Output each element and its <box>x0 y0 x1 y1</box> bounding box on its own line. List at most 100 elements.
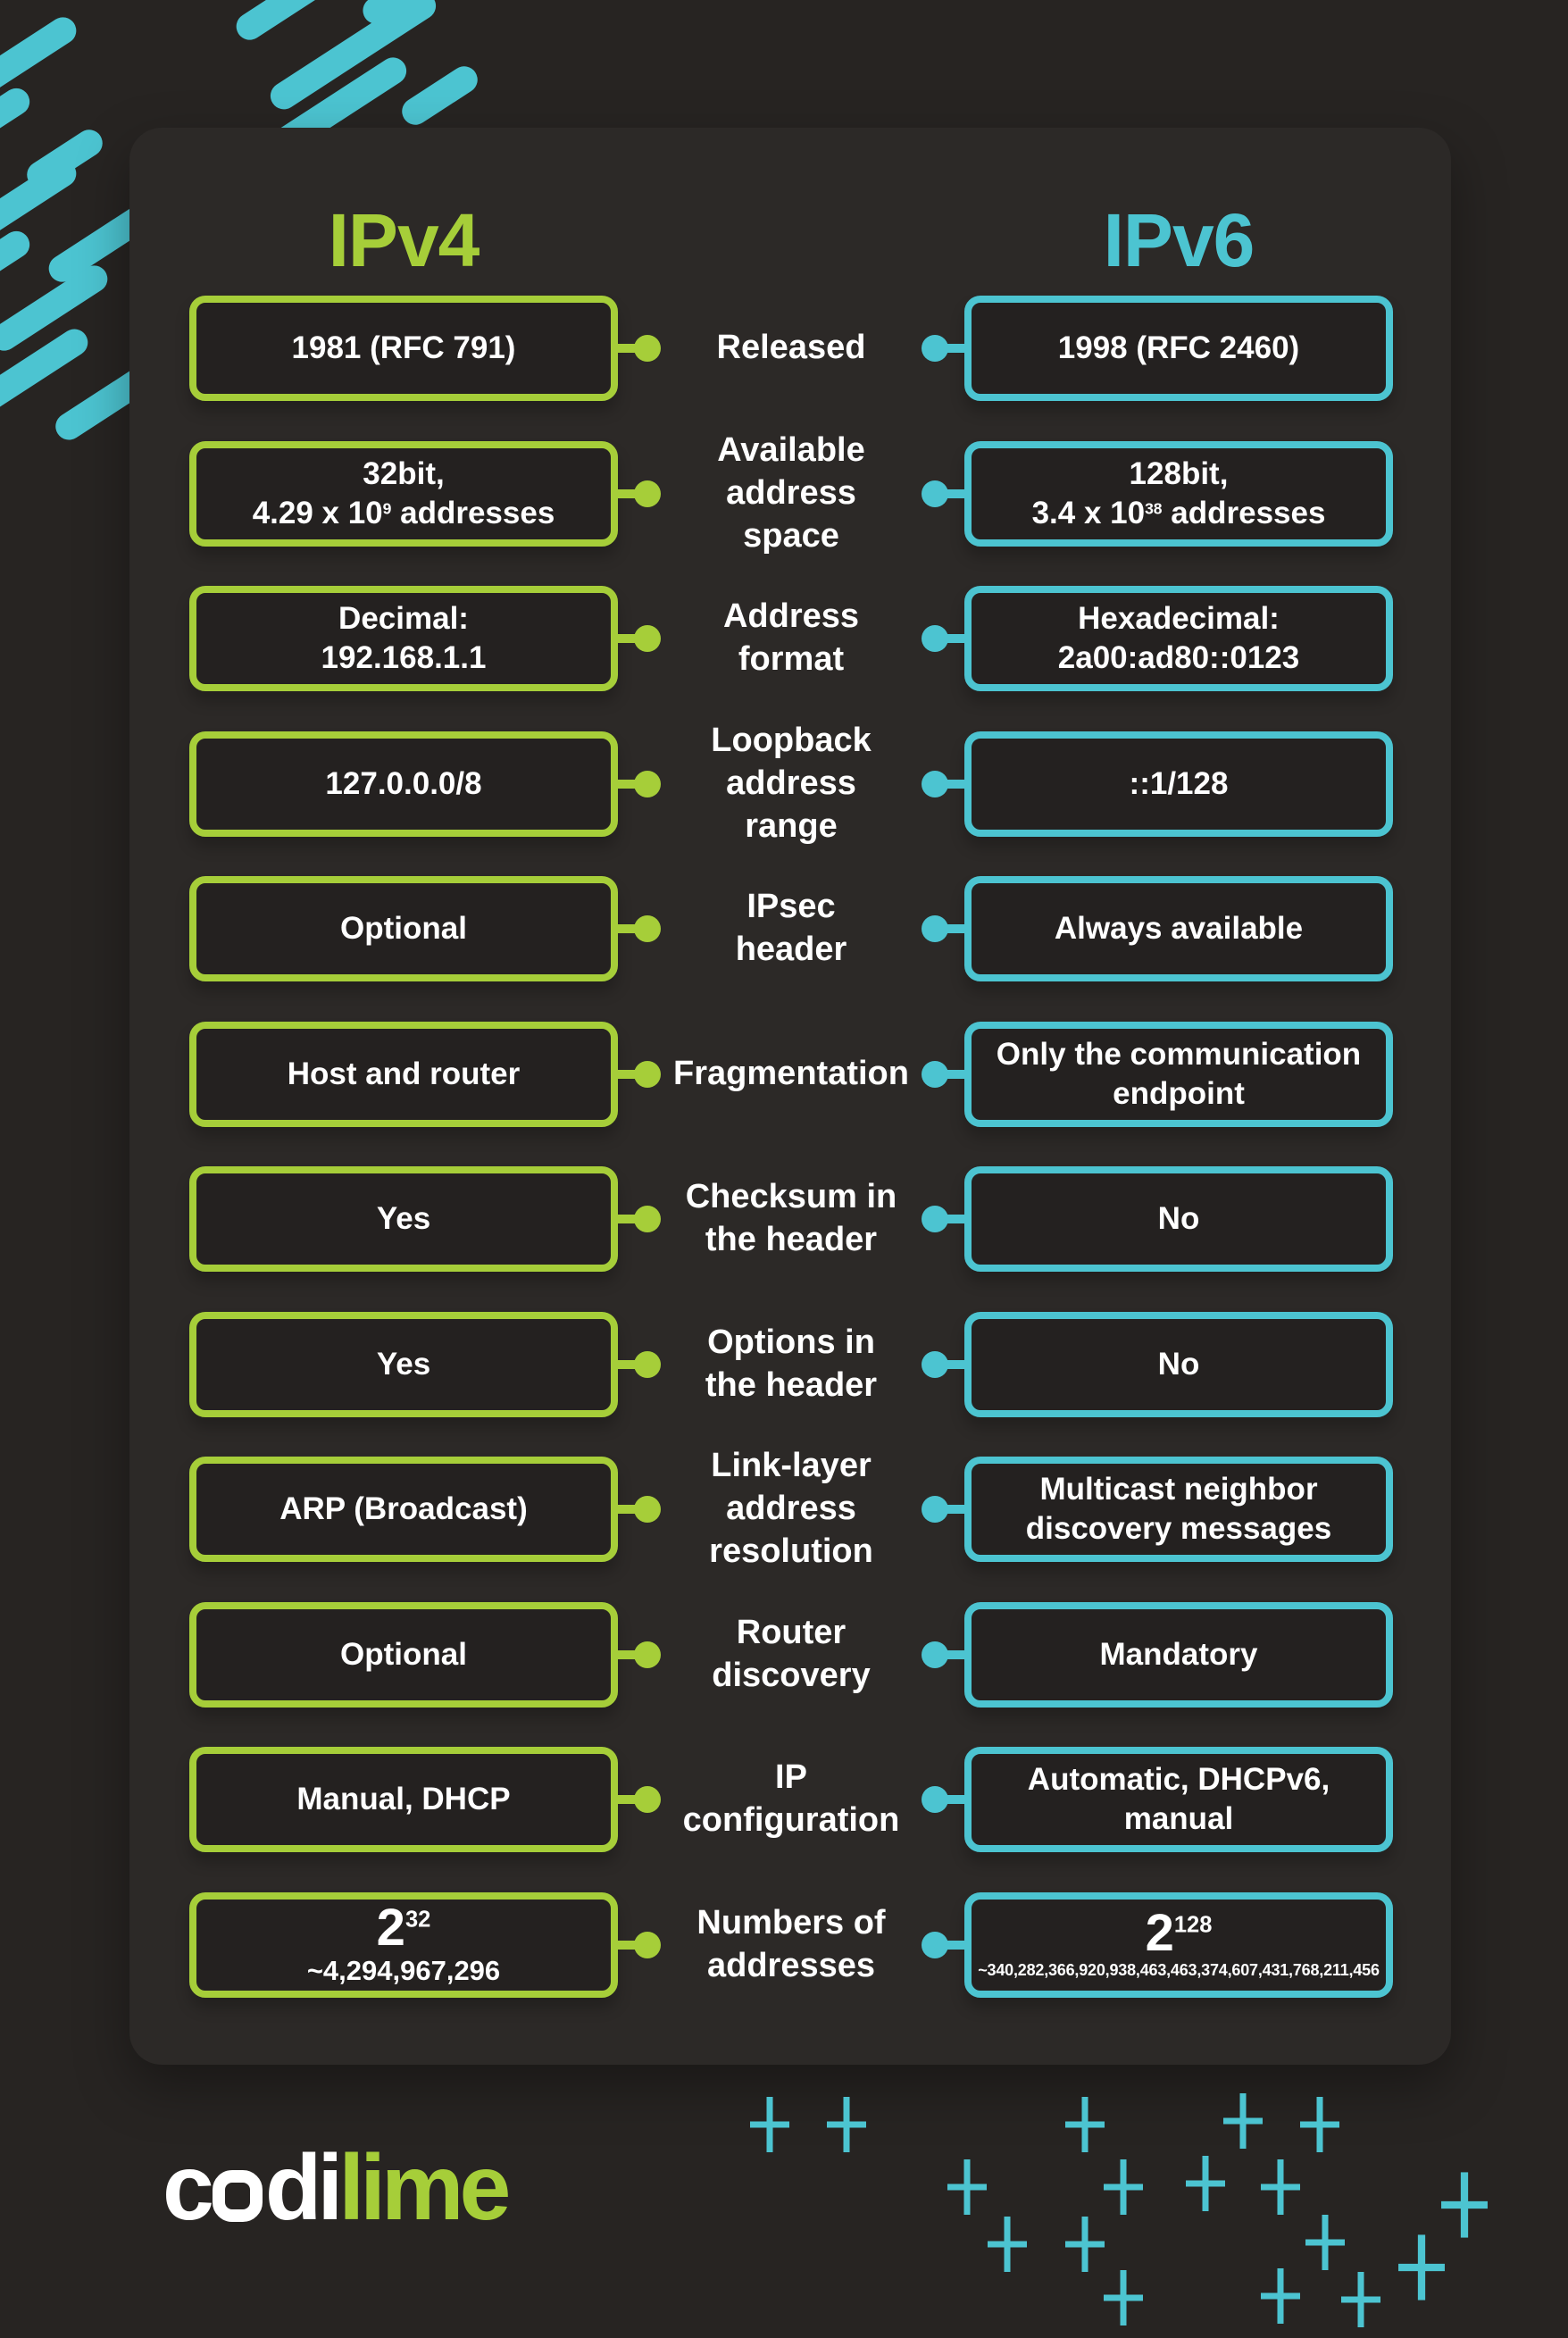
logo-text-lime: lime <box>338 2136 511 2240</box>
row-label-line: address <box>726 1490 856 1528</box>
plus-icon <box>1341 2272 1380 2327</box>
plus-icon <box>988 2217 1027 2272</box>
connector-stem <box>611 1505 636 1515</box>
connector-dot <box>922 1206 948 1233</box>
logo-text-di: di <box>264 2136 343 2240</box>
connector-stem <box>611 1069 636 1079</box>
box-text-line: Always available <box>1054 911 1304 947</box>
connector-dot <box>922 625 948 653</box>
connector-dot <box>634 1350 661 1378</box>
diagonal-stripe-icon <box>0 83 35 162</box>
row-label-line: Available <box>717 430 865 469</box>
connector-dot <box>634 1786 661 1814</box>
box-text-line: ::1/128 <box>1129 765 1229 801</box>
row-label-line: Link-layer <box>711 1447 872 1485</box>
plus-icon <box>1261 2159 1300 2215</box>
ipv4-value-box: 232~4,294,967,296 <box>189 1891 661 1998</box>
box-text-line: Optional <box>340 1636 467 1672</box>
ipv4-value-box: 32bit,4.29 x 109 addresses <box>189 440 661 547</box>
connector-stem <box>947 1069 972 1079</box>
row-label-line: the header <box>705 1365 878 1404</box>
ipv6-value-box: Always available <box>922 876 1393 982</box>
box-text-line: 32bit, <box>363 455 445 491</box>
ipv6-value-box: No <box>922 1166 1393 1273</box>
row-label: Address format <box>618 596 964 681</box>
connector-stem <box>947 1940 972 1950</box>
connector-stem <box>611 1215 636 1224</box>
connector-dot <box>634 915 661 943</box>
row-label-line: address <box>726 764 856 802</box>
connector-stem <box>611 924 636 934</box>
connector-dot <box>922 1641 948 1668</box>
box-text-line: Yes <box>376 1201 431 1237</box>
box-text-line: 1981 (RFC 791) <box>291 330 516 366</box>
ipv6-value-box: No <box>922 1311 1393 1417</box>
connector-stem <box>611 1649 636 1659</box>
box-text-line: Hexadecimal: <box>1078 601 1280 637</box>
connector-dot <box>922 335 948 363</box>
column-titles: IPv4 IPv6 <box>129 203 1451 278</box>
plus-icon <box>1104 2270 1143 2325</box>
diagonal-stripe-icon <box>230 0 359 46</box>
ipv6-value-box: Mandatory <box>922 1601 1393 1708</box>
row-label-line: Loopback <box>711 721 872 759</box>
plus-icon <box>1300 2097 1339 2152</box>
plus-icon <box>1104 2159 1143 2215</box>
connector-stem <box>611 634 636 644</box>
ipv4-value-box: Yes <box>189 1166 661 1273</box>
comparison-row: Host and router Fragmentation Only the com… <box>129 1002 1451 1148</box>
ipv6-value-box: 2128~340,282,366,920,938,463,463,374,607… <box>922 1891 1393 1998</box>
ipv4-title: IPv4 <box>328 198 480 282</box>
connector-stem <box>611 344 636 354</box>
connector-stem <box>947 634 972 644</box>
row-label-line: header <box>735 931 847 969</box>
connector-dot <box>634 1206 661 1233</box>
logo-o-icon <box>212 2170 263 2222</box>
ipv6-title: IPv6 <box>1103 198 1255 282</box>
ipv4-value-box: 127.0.0.0/8 <box>189 731 661 837</box>
box-text-line: Host and router <box>287 1056 521 1091</box>
row-label-line: Fragmentation <box>673 1054 909 1092</box>
connector-dot <box>634 480 661 507</box>
row-label-line: format <box>738 640 845 679</box>
ipv4-value-box: ARP (Broadcast) <box>189 1457 661 1563</box>
ipv6-value-box: ::1/128 <box>922 731 1393 837</box>
ipv4-value-box: Host and router <box>189 1021 661 1127</box>
connector-dot <box>922 1786 948 1814</box>
box-text-line: ~340,282,366,920,938,463,463,374,607,431… <box>978 1961 1380 1980</box>
row-label-line: Address <box>722 597 860 636</box>
ipv4-value-box: Optional <box>189 876 661 982</box>
connector-stem <box>611 488 636 498</box>
connector-stem <box>947 1215 972 1224</box>
box-text-line: Decimal: <box>338 601 469 637</box>
row-label: Fragmentation <box>618 1053 964 1096</box>
row-label-line: Options in <box>707 1323 875 1361</box>
box-text-line: 232 <box>376 1899 431 1958</box>
box-text-line: ~4,294,967,296 <box>306 1955 501 1987</box>
connector-stem <box>947 924 972 934</box>
box-text-line: manual <box>1123 1801 1234 1837</box>
row-label-line: the header <box>705 1221 878 1259</box>
row-label-line: range <box>745 806 838 845</box>
plus-icon <box>750 2097 789 2152</box>
row-label-line: IP <box>775 1758 807 1797</box>
row-label-line: Numbers of <box>696 1903 886 1941</box>
connector-dot <box>634 1931 661 1958</box>
row-label: Released <box>618 327 964 370</box>
box-text-line: 192.168.1.1 <box>321 640 487 676</box>
row-label-line: Router <box>736 1613 847 1651</box>
connector-stem <box>947 1649 972 1659</box>
connector-dot <box>922 915 948 943</box>
box-text-line: Automatic, DHCPv6, <box>1027 1762 1330 1798</box>
connector-stem <box>611 1940 636 1950</box>
